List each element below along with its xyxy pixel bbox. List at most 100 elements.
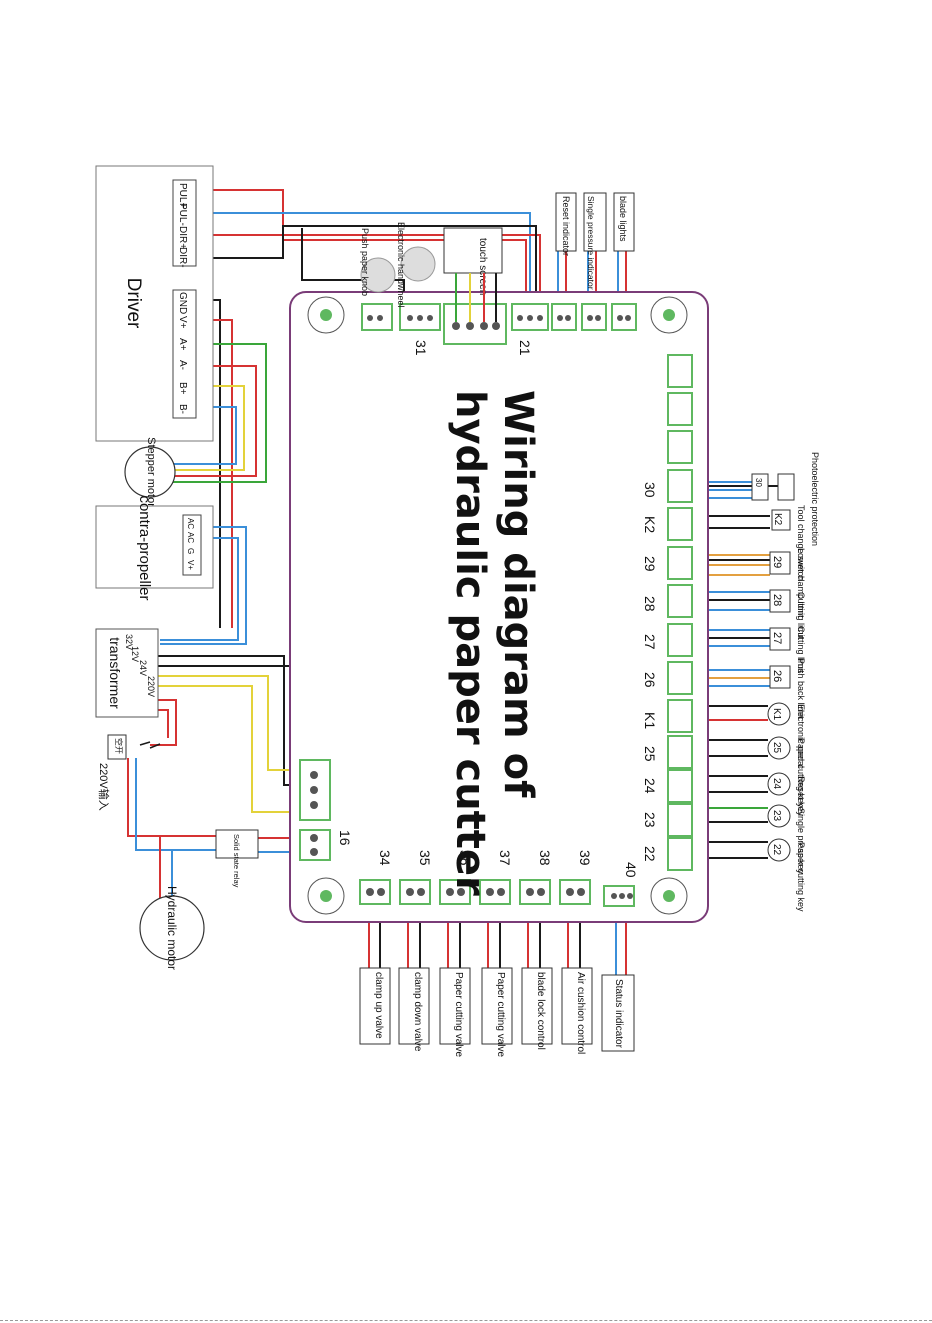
terminal-r-22: [667, 837, 693, 871]
right-number: 29: [642, 556, 658, 572]
valve-label: Paper cutting valve: [495, 972, 506, 1057]
transformer-label: transformer: [107, 637, 123, 709]
terminal-reset-ind: [551, 303, 577, 331]
wire-prop-ac1: [160, 526, 247, 645]
switch-box: [107, 734, 127, 760]
symbol-22: 22: [771, 844, 782, 856]
symbol-25: 25: [771, 742, 782, 754]
pin-gnd: GND: [177, 292, 188, 314]
driver-top-pins: [172, 179, 197, 267]
right-number: K2: [642, 516, 658, 533]
propeller-label: contra-propeller: [136, 495, 153, 600]
pin-v-plus: V+: [177, 316, 188, 329]
right-label: Photoelectric protection: [810, 452, 820, 546]
right-number: K1: [642, 712, 658, 729]
right-label: Paper cutting key: [796, 738, 806, 808]
terminal-push-knob: [361, 303, 393, 331]
pressure-indicator-box: [583, 192, 607, 252]
wire-main-red: [127, 758, 216, 837]
tap-12v: 12V: [130, 646, 140, 662]
symbol-26: 26: [771, 670, 783, 682]
right-number: 23: [642, 812, 658, 828]
terminal-r-23: [667, 803, 693, 837]
symbol-circle-k1: [767, 702, 791, 726]
photoelectric-box-2: [777, 473, 795, 501]
symbol-27: 27: [771, 632, 783, 644]
symbol-box-27: [769, 627, 791, 651]
right-label: Push back limit: [796, 658, 806, 719]
board-number-21: 21: [517, 340, 533, 356]
bottom-number: 40: [623, 862, 639, 878]
valve-label: Air cushion control: [575, 972, 586, 1054]
symbol-circle-25: [767, 736, 791, 760]
push-knob: Push paper knob: [360, 228, 396, 296]
terminal-r-k2: [667, 507, 693, 541]
pin-dir-plus: DIR+: [177, 226, 188, 249]
bottom-number: 37: [497, 850, 513, 866]
pin-pul-plus: PUL+: [177, 183, 188, 208]
reset-indicator-label: Reset indicator: [561, 196, 571, 256]
valve-label: Status indicator: [613, 979, 624, 1049]
blade-lights-label: blade lights: [618, 196, 628, 242]
terminal-blade-light: [611, 303, 637, 331]
valve-label: blade lock control: [535, 972, 546, 1050]
stepper-motor: Stepper motor: [124, 437, 176, 507]
symbol-box-29: [769, 551, 791, 575]
touch-screen-label: touch screen: [477, 238, 488, 295]
symbol-k1: K1: [771, 708, 782, 721]
board-outline: [289, 291, 709, 923]
push-knob-label: Push paper knob: [360, 228, 370, 296]
pin-pul-minus: PUL-: [177, 203, 188, 226]
tap-32v: 32V: [124, 634, 134, 650]
title-line-1: Wiring diagram of: [495, 390, 541, 798]
pin-b-plus: B+: [177, 382, 188, 395]
right-number: 28: [642, 596, 658, 612]
terminal-r-27: [667, 623, 693, 657]
right-label: Electronic pedal: [796, 704, 806, 768]
relay-box: [215, 829, 259, 859]
symbol-circle-23: [767, 804, 791, 828]
terminal-r-k1: [667, 699, 693, 733]
driver-label: Driver: [123, 278, 144, 329]
bottom-number: 34: [377, 850, 393, 866]
handwheel-circle: [400, 246, 436, 282]
touch-screen: touch screen: [443, 227, 503, 322]
right-numbers: 30 K2 29 28 27 26 K1 25 24 23 22: [642, 482, 658, 862]
bottom-number: 36: [457, 850, 473, 866]
wire-a-plus: [168, 343, 267, 483]
right-labels: Photoelectric protection Tool change swi…: [796, 452, 820, 912]
wire-12v-yellow2: [156, 685, 300, 813]
terminal-r-2: [667, 392, 693, 426]
touch-screen-box: [443, 227, 503, 274]
terminal-pressure-ind: [581, 303, 607, 331]
hydraulic-motor-label: Hydraulic motor: [165, 886, 179, 970]
right-number: 27: [642, 634, 658, 650]
push-knob-circle: [360, 257, 396, 293]
prop-pin-ac1: AC: [186, 518, 195, 529]
terminal-b-34: [359, 879, 391, 905]
right-label: Cutting limit: [796, 626, 806, 674]
pressure-indicator: Single pressure indicator: [583, 192, 607, 290]
hydraulic-motor: Hydraulic motor: [139, 886, 205, 970]
terminal-r-28: [667, 584, 693, 618]
symbol-24: 24: [771, 778, 782, 790]
prop-pin-g: G: [186, 548, 195, 554]
right-number: 22: [642, 846, 658, 862]
switch-label: 空开: [114, 738, 124, 754]
right-label: Tool change switch: [796, 505, 806, 581]
pin-b-minus: B-: [177, 404, 188, 414]
board-number-31: 31: [413, 340, 429, 356]
wire-b-plus: [168, 385, 245, 471]
terminal-b-36: [439, 879, 471, 905]
wire-220v-red2: [158, 709, 169, 738]
terminal-b-35: [399, 879, 431, 905]
pin-a-minus: A-: [177, 360, 188, 370]
power-input-label: 220V输入: [97, 763, 111, 811]
photoelectric-box-1: [751, 473, 769, 501]
terminal-handwheel: [399, 303, 441, 331]
reset-indicator: Reset indicator: [555, 192, 577, 256]
symbol-23: 23: [771, 810, 782, 822]
symbol-box-26: [769, 665, 791, 689]
valve-label: clamp up valve: [373, 972, 384, 1039]
valve-box-34: [359, 967, 391, 1045]
